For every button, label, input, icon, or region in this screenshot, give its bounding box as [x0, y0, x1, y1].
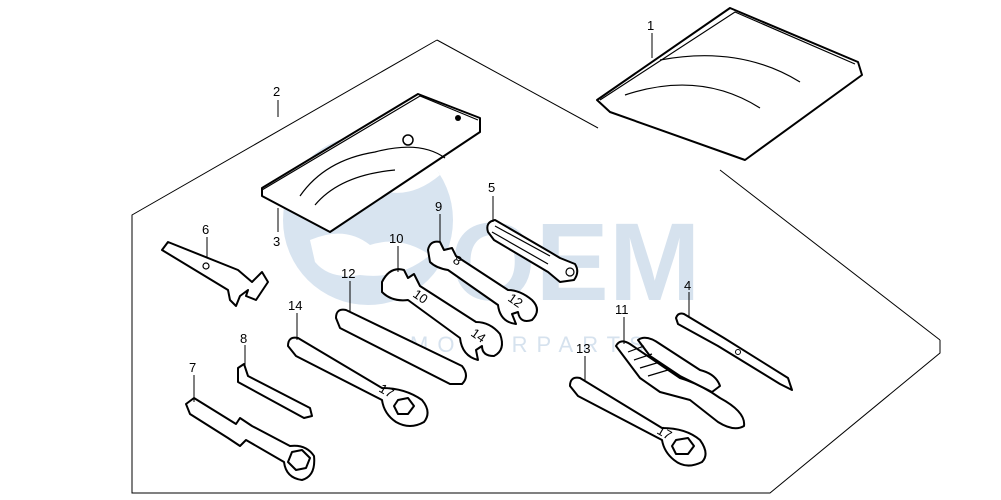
callout-12: 12 — [341, 266, 355, 281]
box-wrench-icon-2 — [569, 376, 707, 467]
callout-5: 5 — [488, 180, 495, 195]
callout-2: 2 — [273, 84, 280, 99]
open-end-wrench-icon-2 — [381, 268, 503, 361]
watermark-tagline: MOTORPARTS — [410, 332, 653, 357]
callout-6: 6 — [202, 222, 209, 237]
wrench-10-mark-b: 14 — [468, 325, 488, 346]
pliers-icon — [615, 336, 746, 430]
callout-10: 10 — [389, 231, 403, 246]
pin-spanner-icon — [161, 241, 269, 307]
callout-9: 9 — [435, 199, 442, 214]
screwdriver-handle-icon — [486, 219, 579, 283]
open-end-wrench-icon — [427, 240, 538, 325]
hex-key-icon — [237, 363, 313, 419]
callout-3: 3 — [273, 234, 280, 249]
box-wrench-icon — [287, 336, 429, 427]
callout-8: 8 — [240, 331, 247, 346]
tool-bag-icon — [596, 7, 863, 161]
callout-11: 11 — [615, 302, 629, 317]
wrench-13-mark: 17 — [655, 423, 675, 443]
callout-4: 4 — [684, 278, 691, 293]
wrench-9-mark-b: 12 — [505, 290, 525, 311]
watermark-brand: OEM — [450, 201, 701, 324]
assembly-frame — [131, 39, 941, 494]
callout-7: 7 — [189, 360, 196, 375]
screwdriver-icon — [675, 312, 793, 391]
assembly-frame-right — [719, 169, 941, 341]
callout-13: 13 — [576, 341, 590, 356]
wrench-14-mark: 17 — [377, 381, 397, 401]
callout-1: 1 — [647, 18, 654, 33]
socket-wrench-icon — [185, 397, 316, 481]
wrench-10-mark-a: 10 — [410, 286, 430, 307]
callout-labels: 1 2 3 4 5 6 7 8 9 10 11 12 13 14 — [189, 18, 691, 375]
tool-roll-icon — [261, 93, 481, 233]
assembly-frame-top — [436, 39, 599, 129]
handle-bar-icon — [335, 308, 467, 385]
callout-14: 14 — [288, 298, 302, 313]
